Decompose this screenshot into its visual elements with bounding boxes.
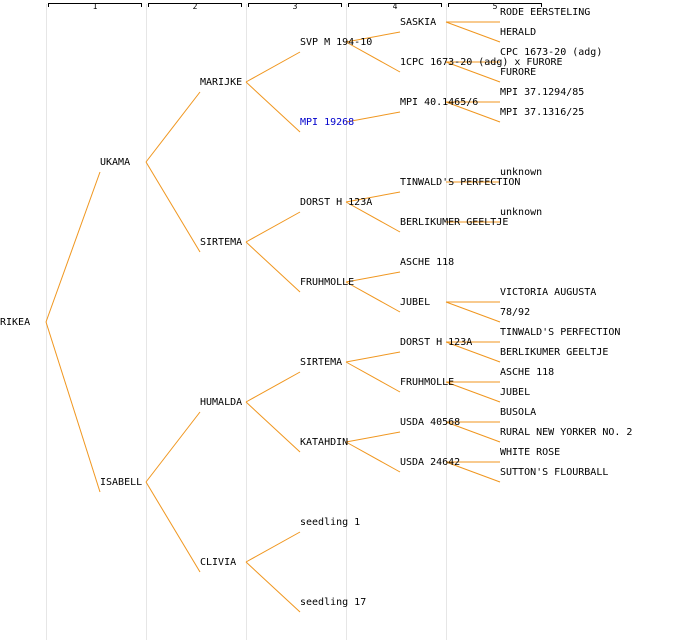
node-asche_b: ASCHE 118 — [500, 367, 554, 378]
edge-mpi19268-mpi40 — [345, 111, 401, 123]
node-isabell: ISABELL — [100, 477, 142, 488]
pedigree-labels: RIKEA UKAMA ISABELL MARIJKE SIRTEMA HUMALDA CL… — [0, 7, 632, 608]
generation-ruler: 1 2 3 4 5 — [48, 2, 542, 11]
edge-ukama-sirtema_a — [145, 161, 201, 253]
node-fruhmolle_a: FRUHMOLLE — [300, 277, 354, 288]
node-berlikumer_b: BERLIKUMER GEELTJE — [500, 347, 608, 358]
edge-jubel_a-n7892 — [445, 301, 501, 323]
node-rural: RURAL NEW YORKER NO. 2 — [500, 427, 632, 438]
edge-clivia-seedling17 — [245, 561, 301, 613]
node-sutton: SUTTON'S FLOURBALL — [500, 467, 608, 478]
node-dorst_a: DORST H 123A — [300, 197, 372, 208]
edge-usda24642-sutton — [445, 461, 501, 483]
node-unknown_b: unknown — [500, 207, 542, 218]
node-jubel_a: JUBEL — [400, 297, 430, 308]
node-victoria: VICTORIA AUGUSTA — [500, 287, 596, 298]
node-rikea: RIKEA — [0, 317, 30, 328]
node-rode: RODE EERSTELING — [500, 7, 590, 18]
node-clivia: CLIVIA — [200, 557, 236, 568]
edge-mpi40-mpi37_1316 — [445, 101, 501, 123]
edge-fruhmolle_a-asche_a — [345, 271, 401, 283]
node-jubel_b: JUBEL — [500, 387, 530, 398]
node-usda24642: USDA 24642 — [400, 457, 460, 468]
node-unknown_a: unknown — [500, 167, 542, 178]
edge-marijke-svp — [245, 51, 301, 83]
node-ukama: UKAMA — [100, 157, 130, 168]
node-dorst_b: DORST H 123A — [400, 337, 472, 348]
node-katahdin: KATAHDIN — [300, 437, 348, 448]
node-furore: FURORE — [500, 67, 536, 78]
node-sirtema_a: SIRTEMA — [200, 237, 242, 248]
node-usda40568: USDA 40568 — [400, 417, 460, 428]
edge-rikea-isabell — [45, 321, 101, 493]
node-fruhmolle_b: FRUHMOLLE — [400, 377, 454, 388]
node-mpi19268[interactable]: MPI 19268 — [300, 117, 354, 128]
generation-number: 2 — [193, 2, 198, 11]
generation-number: 4 — [393, 2, 398, 11]
edge-humalda-sirtema_b — [245, 371, 301, 403]
node-sirtema_b: SIRTEMA — [300, 357, 342, 368]
edge-usda40568-rural — [445, 421, 501, 443]
edge-svp-cpc1673 — [345, 41, 401, 73]
node-mpi40: MPI 40.1465/6 — [400, 97, 478, 108]
edge-dorst_b-berlikumer_b — [445, 341, 501, 363]
node-whiterose: WHITE ROSE — [500, 447, 560, 458]
edge-dorst_a-tinwald_a — [345, 191, 401, 203]
pedigree-edges — [45, 21, 501, 613]
edge-isabell-humalda — [145, 411, 201, 483]
edge-sirtema_b-dorst_b — [345, 351, 401, 363]
node-tinwald_a: TINWALD'S PERFECTION — [400, 177, 520, 188]
node-mpi37_1294: MPI 37.1294/85 — [500, 87, 584, 98]
node-saskia: SASKIA — [400, 17, 436, 28]
edge-saskia-herald — [445, 21, 501, 43]
edge-dorst_a-berlikumer_a — [345, 201, 401, 233]
node-mpi37_1316: MPI 37.1316/25 — [500, 107, 584, 118]
node-berlikumer_a: BERLIKUMER GEELTJE — [400, 217, 508, 228]
edge-svp-saskia — [345, 31, 401, 43]
edge-cpc1673-furore — [445, 61, 501, 83]
edge-isabell-clivia — [145, 481, 201, 573]
edge-sirtema_b-fruhmolle_b — [345, 361, 401, 393]
edge-ukama-marijke — [145, 91, 201, 163]
node-cpc1673: 1CPC 1673-20 (adg) x FURORE — [400, 57, 563, 68]
generation-number: 5 — [493, 2, 498, 11]
node-marijke: MARIJKE — [200, 77, 242, 88]
edge-marijke-mpi19268 — [245, 81, 301, 133]
edge-katahdin-usda40568 — [345, 431, 401, 443]
generation-number: 3 — [293, 2, 298, 11]
edge-sirtema_a-dorst_a — [245, 211, 301, 243]
node-asche_a: ASCHE 118 — [400, 257, 454, 268]
node-herald: HERALD — [500, 27, 536, 38]
generation-number: 1 — [93, 2, 98, 11]
node-busola: BUSOLA — [500, 407, 536, 418]
node-seedling1: seedling 1 — [300, 517, 360, 528]
node-humalda: HUMALDA — [200, 397, 242, 408]
edge-clivia-seedling1 — [245, 531, 301, 563]
edge-fruhmolle_a-jubel_a — [345, 281, 401, 313]
node-tinwald_b: TINWALD'S PERFECTION — [500, 327, 620, 338]
edge-sirtema_a-fruhmolle_a — [245, 241, 301, 293]
column-guides — [46, 4, 447, 640]
node-seedling17: seedling 17 — [300, 597, 366, 608]
node-cpc_adg: CPC 1673-20 (adg) — [500, 47, 602, 58]
edge-humalda-katahdin — [245, 401, 301, 453]
node-n7892: 78/92 — [500, 307, 530, 318]
edge-fruhmolle_b-jubel_b — [445, 381, 501, 403]
edge-rikea-ukama — [45, 171, 101, 323]
node-svp: SVP M 194-10 — [300, 37, 372, 48]
edge-katahdin-usda24642 — [345, 441, 401, 473]
